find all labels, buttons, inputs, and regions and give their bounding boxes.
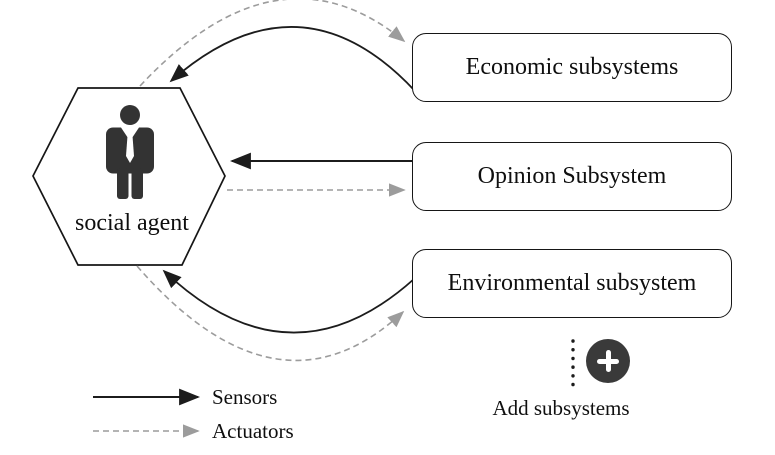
- subsystem-label-opinion: Opinion Subsystem: [477, 163, 667, 189]
- social-agent-label: social agent: [75, 210, 189, 236]
- sensor-arrow-economic: [169, 26, 416, 92]
- actuator-arrow-economic: [139, 0, 406, 87]
- social-agent-hexagon: [32, 87, 226, 266]
- add-subsystem-button[interactable]: [586, 339, 630, 383]
- legend-label-sensors: Sensors: [212, 385, 278, 409]
- person-icon: [106, 105, 154, 199]
- subsystem-box-economic: Economic subsystems: [412, 33, 732, 102]
- subsystem-box-opinion: Opinion Subsystem: [412, 142, 732, 211]
- subsystem-box-environmental: Environmental subsystem: [412, 249, 732, 318]
- subsystem-label-economic: Economic subsystems: [465, 54, 679, 80]
- actuator-arrow-environmental: [136, 265, 405, 362]
- sensor-arrow-environmental: [162, 269, 415, 334]
- legend-label-actuators: Actuators: [212, 419, 294, 443]
- subsystem-label-environmental: Environmental subsystem: [447, 270, 697, 296]
- add-subsystems-label: Add subsystems: [492, 396, 630, 420]
- plus-icon: [605, 350, 611, 372]
